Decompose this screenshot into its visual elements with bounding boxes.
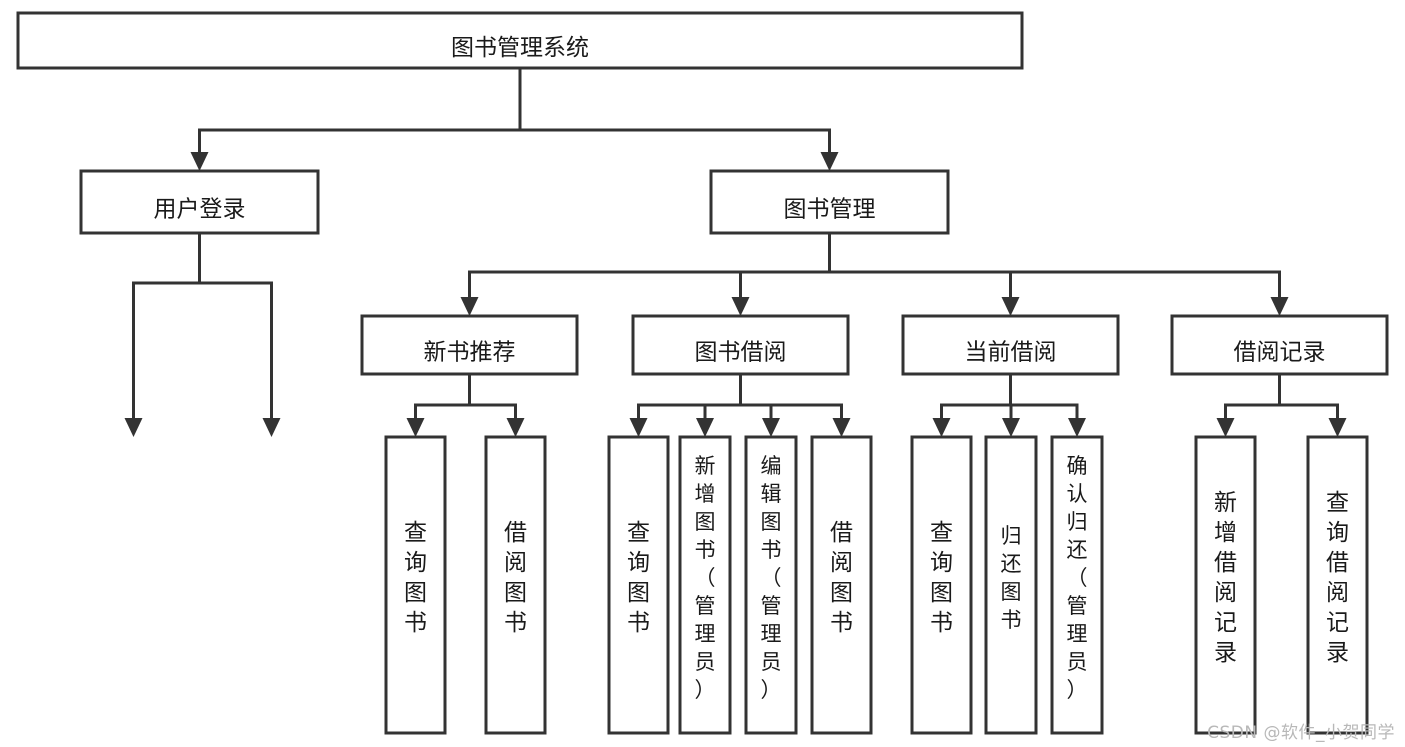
node-label-root: 图书管理系统 bbox=[451, 35, 589, 61]
node-cb-confirm-return[interactable]: 确认归还（管理员） bbox=[1050, 435, 1104, 735]
borrow-record-arrow-1 bbox=[1328, 418, 1347, 437]
node-box-book-management bbox=[709, 169, 950, 235]
node-box-cb-query-book bbox=[910, 435, 973, 735]
node-box-bb-add-book bbox=[678, 435, 732, 735]
current-borrow-arrow-0 bbox=[932, 418, 951, 437]
node-book-borrow[interactable]: 图书借阅 bbox=[631, 314, 850, 376]
node-box-current-borrow bbox=[901, 314, 1120, 376]
node-br-add-record[interactable]: 新增借阅记录 bbox=[1194, 435, 1257, 735]
csdn-watermark: CSDN @软件_小贺同学 bbox=[1207, 723, 1395, 743]
node-box-br-add-record bbox=[1194, 435, 1257, 735]
current-borrow-arrow-2 bbox=[1068, 418, 1086, 437]
node-box-user-login bbox=[79, 169, 320, 235]
borrow-record-arrow-0 bbox=[1216, 418, 1235, 437]
node-bb-edit-book[interactable]: 编辑图书（管理员） bbox=[744, 435, 798, 735]
node-box-nb-query-book bbox=[384, 435, 447, 735]
node-root[interactable]: 图书管理系统 bbox=[16, 11, 1024, 70]
book-borrow-arrow-1 bbox=[696, 418, 714, 437]
node-label-user-login: 用户登录 bbox=[154, 197, 246, 223]
node-label-bb-add-book: 新增图书（管理员） bbox=[695, 454, 716, 702]
node-box-new-book-recommend bbox=[360, 314, 579, 376]
node-label-cb-query-book: 查询图书 bbox=[930, 520, 953, 636]
node-label-nb-query-book: 查询图书 bbox=[404, 520, 427, 636]
node-label-bb-borrow-book: 借阅图书 bbox=[830, 520, 853, 636]
user-login-arrow-1 bbox=[262, 418, 281, 437]
node-cb-return-book[interactable]: 归还图书 bbox=[984, 435, 1038, 735]
node-box-bb-borrow-book bbox=[810, 435, 873, 735]
node-label-bb-query-book: 查询图书 bbox=[627, 520, 650, 636]
book-management-arrow-2 bbox=[1001, 297, 1020, 316]
node-label-cb-confirm-return: 确认归还（管理员） bbox=[1067, 454, 1088, 702]
node-box-bb-edit-book bbox=[744, 435, 798, 735]
node-box-br-query-record bbox=[1306, 435, 1369, 735]
node-box-root bbox=[16, 11, 1024, 70]
node-label-new-book-recommend: 新书推荐 bbox=[424, 340, 516, 366]
new-book-recommend-arrow-0 bbox=[406, 418, 425, 437]
node-label-cb-return-book: 归还图书 bbox=[1001, 524, 1022, 632]
book-borrow-arrow-2 bbox=[762, 418, 780, 437]
node-bb-add-book[interactable]: 新增图书（管理员） bbox=[678, 435, 732, 735]
book-borrow-arrow-3 bbox=[832, 418, 851, 437]
node-cb-query-book[interactable]: 查询图书 bbox=[910, 435, 973, 735]
node-box-borrow-record bbox=[1170, 314, 1389, 376]
node-user-login[interactable]: 用户登录 bbox=[79, 169, 320, 235]
node-current-borrow[interactable]: 当前借阅 bbox=[901, 314, 1120, 376]
node-label-book-borrow: 图书借阅 bbox=[695, 340, 787, 366]
root-arrow-1 bbox=[820, 152, 839, 171]
new-book-recommend-arrow-1 bbox=[506, 418, 525, 437]
user-login-arrow-0 bbox=[124, 418, 143, 437]
node-bb-query-book[interactable]: 查询图书 bbox=[607, 435, 670, 735]
node-nb-query-book[interactable]: 查询图书 bbox=[384, 435, 447, 735]
node-new-book-recommend[interactable]: 新书推荐 bbox=[360, 314, 579, 376]
node-box-cb-confirm-return bbox=[1050, 435, 1104, 735]
node-box-cb-return-book bbox=[984, 435, 1038, 735]
book-management-arrow-0 bbox=[460, 297, 479, 316]
node-borrow-record[interactable]: 借阅记录 bbox=[1170, 314, 1389, 376]
node-label-current-borrow: 当前借阅 bbox=[965, 340, 1057, 366]
node-box-bb-query-book bbox=[607, 435, 670, 735]
root-arrow-0 bbox=[190, 152, 209, 171]
node-label-br-add-record: 新增借阅记录 bbox=[1214, 490, 1237, 666]
node-label-bb-edit-book: 编辑图书（管理员） bbox=[761, 454, 782, 702]
node-label-borrow-record: 借阅记录 bbox=[1234, 340, 1326, 366]
connector-layer bbox=[124, 66, 1347, 437]
node-label-nb-borrow-book: 借阅图书 bbox=[504, 520, 527, 636]
node-bb-borrow-book[interactable]: 借阅图书 bbox=[810, 435, 873, 735]
node-box-nb-borrow-book bbox=[484, 435, 547, 735]
book-management-arrow-3 bbox=[1270, 297, 1289, 316]
node-nb-borrow-book[interactable]: 借阅图书 bbox=[484, 435, 547, 735]
node-label-book-management: 图书管理 bbox=[784, 197, 876, 223]
book-management-arrow-1 bbox=[731, 297, 750, 316]
book-borrow-arrow-0 bbox=[629, 418, 648, 437]
node-book-management[interactable]: 图书管理 bbox=[709, 169, 950, 235]
node-label-br-query-record: 查询借阅记录 bbox=[1326, 490, 1349, 666]
node-box-book-borrow bbox=[631, 314, 850, 376]
node-br-query-record[interactable]: 查询借阅记录 bbox=[1306, 435, 1369, 735]
current-borrow-arrow-1 bbox=[1002, 418, 1020, 437]
